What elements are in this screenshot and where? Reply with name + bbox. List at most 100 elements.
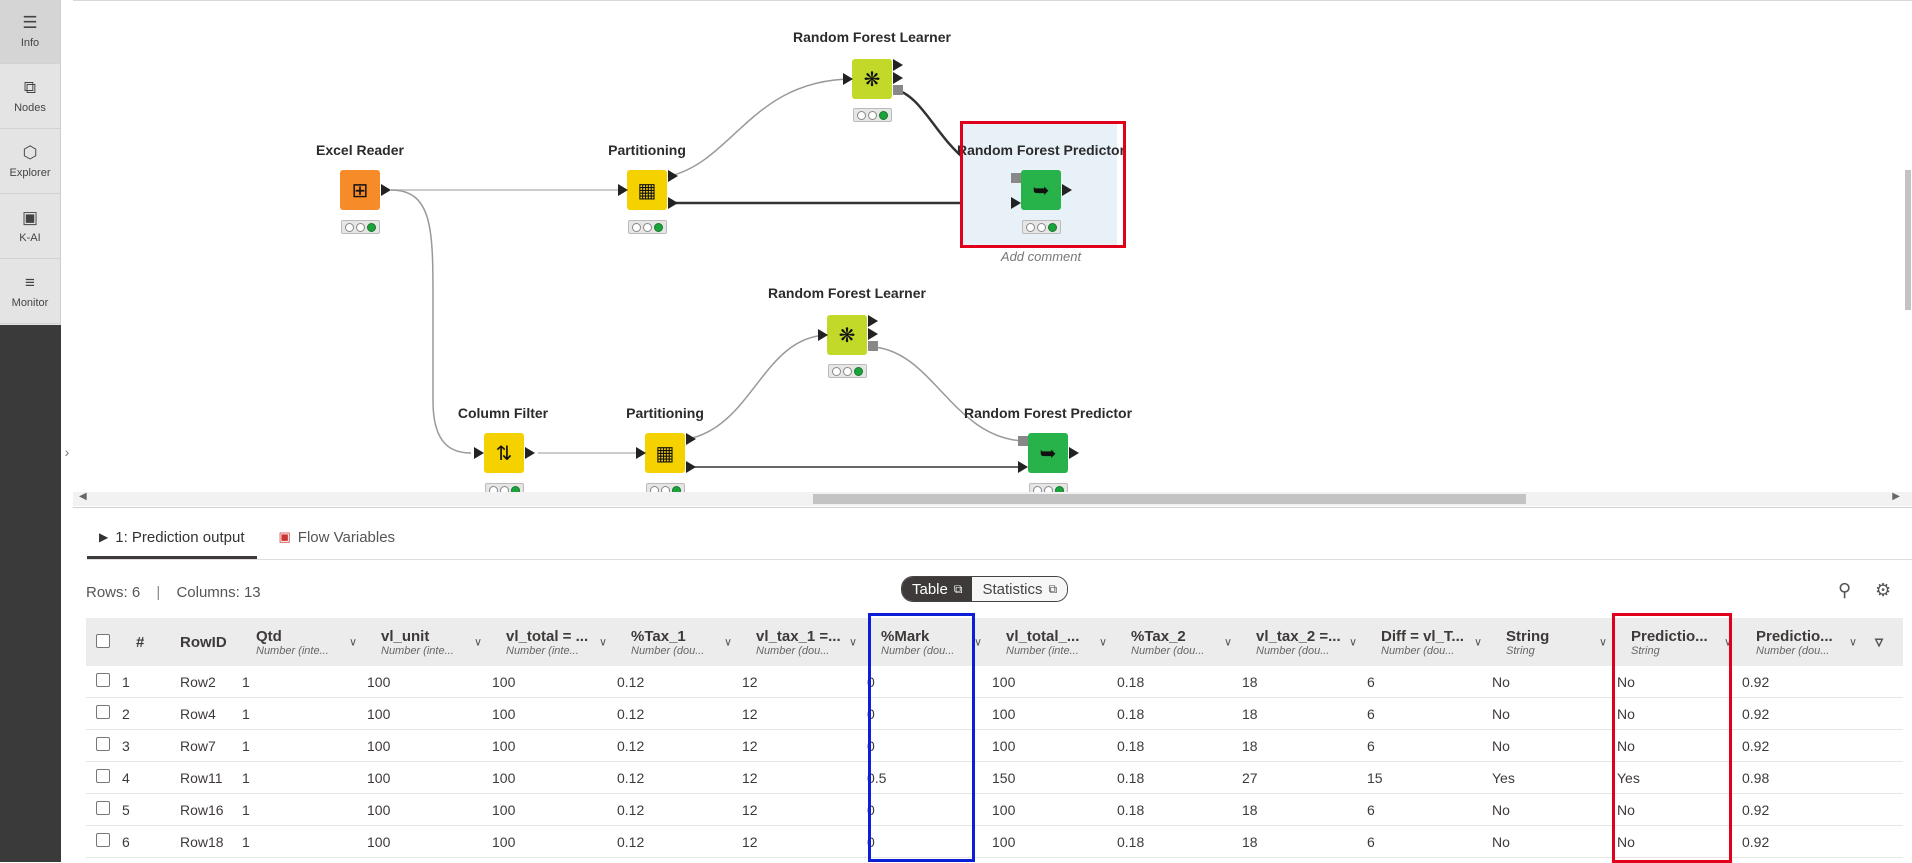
node-rf-predictor[interactable]: ➥ xyxy=(1021,170,1061,210)
node-rf-predictor-2[interactable]: ➥ xyxy=(1028,433,1068,473)
tab-prediction-output[interactable]: ▶ 1: Prediction output xyxy=(87,518,257,559)
statistics-view-button[interactable]: Statistics ⧉ xyxy=(972,577,1068,601)
column-header[interactable]: Diff = vl_T...Number (dou...∨ xyxy=(1367,618,1492,666)
workflow-canvas[interactable]: Excel Reader ⊞ Partitioning ▦ Random For… xyxy=(73,0,1912,493)
table-cell: 100 xyxy=(367,666,492,698)
input-port[interactable] xyxy=(474,447,484,459)
column-type: Number (dou... xyxy=(756,644,830,657)
table-view-button[interactable]: Table ⧉ xyxy=(902,577,973,601)
popout-icon[interactable]: ⧉ xyxy=(953,581,963,596)
scroll-left-icon[interactable]: ◀ xyxy=(79,491,87,502)
input-port[interactable] xyxy=(1011,197,1021,209)
column-header[interactable]: vl_total_...Number (inte...∨ xyxy=(992,618,1117,666)
chevron-down-icon[interactable]: ∨ xyxy=(848,636,857,649)
chevron-down-icon[interactable]: ∨ xyxy=(598,636,607,649)
column-header[interactable]: Predictio...String∨ xyxy=(1617,618,1742,666)
node-rf-learner-2[interactable]: ❋ xyxy=(827,315,867,355)
model-input-port[interactable] xyxy=(1011,173,1021,183)
input-port[interactable] xyxy=(1018,461,1028,473)
scrollbar-thumb[interactable] xyxy=(813,494,1526,504)
sidebar-item-nodes[interactable]: ⧉ Nodes xyxy=(0,65,60,129)
scroll-right-icon[interactable]: ▶ xyxy=(1892,491,1900,502)
output-port[interactable] xyxy=(668,170,678,182)
sidebar-item-explorer[interactable]: ⬡ Explorer xyxy=(0,130,60,194)
output-port[interactable] xyxy=(893,72,903,84)
add-comment-link[interactable]: Add comment xyxy=(1000,249,1082,264)
node-column-filter[interactable]: ⇅ xyxy=(484,433,524,473)
table-cell: 0.18 xyxy=(1117,729,1242,762)
sidebar-item-monitor[interactable]: ≡ Monitor xyxy=(0,260,60,324)
column-header-rowid[interactable]: RowID xyxy=(180,618,242,666)
filter-icon[interactable]: ▿ xyxy=(1875,634,1884,651)
row-checkbox[interactable] xyxy=(96,833,110,847)
chevron-down-icon[interactable]: ∨ xyxy=(973,636,982,649)
chevron-down-icon[interactable]: ∨ xyxy=(1223,636,1232,649)
column-header[interactable]: vl_tax_2 =...Number (dou...∨ xyxy=(1242,618,1367,666)
canvas-vertical-scrollbar[interactable] xyxy=(1905,170,1911,310)
node-excel-reader[interactable]: ⊞ xyxy=(340,170,380,210)
output-port[interactable] xyxy=(1069,447,1079,459)
model-output-port[interactable] xyxy=(868,341,878,351)
output-port[interactable] xyxy=(686,461,696,473)
chevron-down-icon[interactable]: ∨ xyxy=(1473,636,1482,649)
output-port[interactable] xyxy=(868,328,878,340)
chevron-down-icon[interactable]: ∨ xyxy=(1348,636,1357,649)
tab-flow-variables[interactable]: ▣ Flow Variables xyxy=(267,518,408,556)
chevron-down-icon[interactable]: ∨ xyxy=(723,636,732,649)
table-settings-icon[interactable]: ⚙ xyxy=(1875,580,1892,600)
row-checkbox[interactable] xyxy=(96,673,110,687)
node-partitioning[interactable]: ▦ xyxy=(627,170,667,210)
row-checkbox[interactable] xyxy=(96,801,110,815)
output-port[interactable] xyxy=(525,447,535,459)
column-header[interactable]: vl_tax_1 =...Number (dou...∨ xyxy=(742,618,867,666)
output-port[interactable] xyxy=(668,197,678,209)
model-input-port[interactable] xyxy=(1018,436,1028,446)
column-header[interactable]: Predictio...Number (dou...∨ xyxy=(1742,618,1867,666)
input-port[interactable] xyxy=(818,329,828,341)
column-type: Number (dou... xyxy=(631,644,705,657)
input-port[interactable] xyxy=(843,73,853,85)
output-port[interactable] xyxy=(868,315,878,327)
select-all-checkbox[interactable] xyxy=(96,633,110,648)
table-cell: No xyxy=(1617,666,1742,698)
output-port[interactable] xyxy=(893,59,903,71)
output-port[interactable] xyxy=(686,433,696,445)
search-icon[interactable]: ⚲ xyxy=(1838,580,1852,600)
chevron-down-icon[interactable]: ∨ xyxy=(1723,636,1732,649)
chevron-down-icon[interactable]: ∨ xyxy=(1848,636,1857,649)
sidebar-item-k-ai[interactable]: ▣ K-AI xyxy=(0,195,60,259)
table-cell: 12 xyxy=(742,729,867,762)
popout-icon[interactable]: ⧉ xyxy=(1048,581,1058,596)
node-partitioning-2[interactable]: ▦ xyxy=(645,433,685,473)
output-port[interactable] xyxy=(381,184,391,196)
row-checkbox[interactable] xyxy=(96,769,110,783)
row-checkbox[interactable] xyxy=(96,705,110,719)
chevron-down-icon[interactable]: ∨ xyxy=(1098,636,1107,649)
table-cell: No xyxy=(1492,729,1617,762)
column-header[interactable]: vl_total = ...Number (inte...∨ xyxy=(492,618,617,666)
canvas-horizontal-scrollbar[interactable]: ◀ ▶ xyxy=(73,491,1912,506)
output-port[interactable] xyxy=(1062,184,1072,196)
input-port[interactable] xyxy=(618,184,628,196)
input-port[interactable] xyxy=(636,447,646,459)
model-output-port[interactable] xyxy=(893,85,903,95)
node-rf-learner[interactable]: ❋ xyxy=(852,59,892,99)
row-checkbox[interactable] xyxy=(96,737,110,751)
chevron-down-icon[interactable]: ∨ xyxy=(473,636,482,649)
sidebar-item-info[interactable]: ☰ Info xyxy=(0,0,60,64)
chevron-down-icon[interactable]: ∨ xyxy=(1598,636,1607,649)
expand-sidebar-chevron-icon[interactable]: › xyxy=(64,444,70,460)
chevron-down-icon[interactable]: ∨ xyxy=(348,636,357,649)
